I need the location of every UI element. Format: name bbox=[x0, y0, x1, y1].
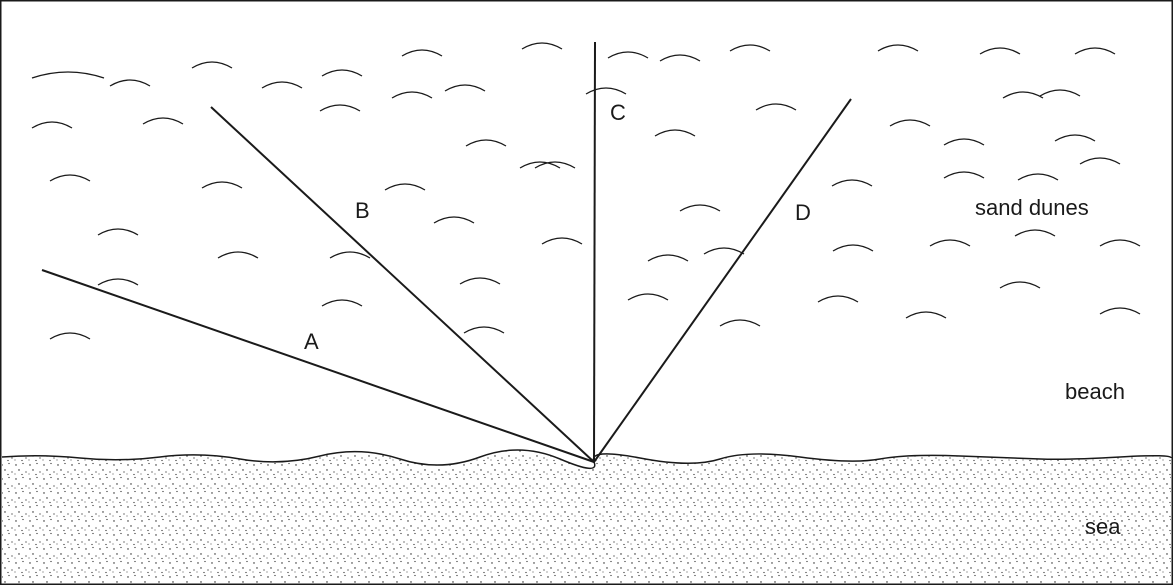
dune-arc bbox=[979, 47, 1021, 55]
dune-arc bbox=[1054, 134, 1096, 142]
dune-arc bbox=[943, 171, 985, 179]
beach-label: beach bbox=[1065, 379, 1125, 404]
line-d-label: D bbox=[795, 200, 811, 225]
dune-arc bbox=[459, 277, 501, 285]
dune-arc bbox=[49, 332, 91, 340]
dune-arc bbox=[319, 104, 361, 112]
dune-arc bbox=[519, 161, 561, 169]
dune-arc bbox=[534, 161, 576, 169]
dune-arc bbox=[463, 326, 505, 334]
dune-arc bbox=[832, 244, 874, 252]
dune-arc bbox=[433, 216, 475, 224]
dune-arc bbox=[329, 251, 371, 259]
dune-arc bbox=[999, 281, 1041, 289]
dune-arc bbox=[1002, 91, 1044, 99]
dune-arc bbox=[1099, 239, 1141, 247]
dune-arc bbox=[201, 181, 243, 189]
dune-arc bbox=[97, 278, 139, 286]
dune-arc bbox=[703, 247, 745, 255]
dune-arc bbox=[109, 79, 151, 87]
dune-arc bbox=[654, 129, 696, 137]
line-a-label: A bbox=[304, 329, 319, 354]
line-c bbox=[593, 41, 596, 463]
sea-area bbox=[2, 449, 1172, 583]
dune-arc bbox=[607, 51, 649, 59]
dune-arc bbox=[831, 179, 873, 187]
line-d bbox=[593, 98, 852, 463]
dune-arc bbox=[49, 174, 91, 182]
dune-arc bbox=[659, 54, 701, 62]
dune-arc bbox=[679, 204, 721, 212]
dune-arc bbox=[1017, 173, 1059, 181]
dune-arc bbox=[817, 295, 859, 303]
dune-arc bbox=[905, 311, 947, 319]
dune-arc bbox=[889, 119, 931, 127]
dune-arc bbox=[627, 293, 669, 301]
dune-arcs bbox=[31, 42, 1141, 340]
dune-arc bbox=[401, 49, 443, 57]
dune-arc bbox=[1074, 47, 1116, 55]
sand-dunes-label: sand dunes bbox=[975, 195, 1089, 220]
line-a bbox=[41, 269, 595, 463]
dune-arc bbox=[1014, 229, 1056, 237]
line-c-label: C bbox=[610, 100, 626, 125]
dune-arc bbox=[585, 87, 627, 95]
sea-label: sea bbox=[1085, 514, 1121, 539]
dune-arc bbox=[444, 84, 486, 92]
line-b-label: B bbox=[355, 198, 370, 223]
dune-arc bbox=[142, 117, 184, 125]
line-b bbox=[210, 106, 595, 463]
dune-arc bbox=[729, 44, 771, 52]
dune-arc bbox=[321, 299, 363, 307]
dune-arc bbox=[217, 251, 259, 259]
dune-arc bbox=[384, 183, 426, 191]
dune-arc bbox=[647, 254, 689, 262]
dune-arc bbox=[97, 228, 139, 236]
dune-arc bbox=[31, 71, 105, 79]
dune-arc bbox=[391, 91, 433, 99]
dune-arc bbox=[521, 42, 563, 50]
dune-arc bbox=[321, 69, 363, 77]
dune-arc bbox=[943, 138, 985, 146]
dune-arc bbox=[541, 237, 583, 245]
dune-arc bbox=[719, 319, 761, 327]
dune-arc bbox=[31, 121, 73, 129]
dune-arc bbox=[261, 81, 303, 89]
shoreline bbox=[1, 449, 1172, 469]
dune-arc bbox=[1039, 89, 1081, 97]
dune-arc bbox=[465, 139, 507, 147]
dune-arc bbox=[191, 61, 233, 69]
dune-arc bbox=[1079, 157, 1121, 165]
dune-arc bbox=[877, 44, 919, 52]
dune-arc bbox=[929, 239, 971, 247]
dune-arc bbox=[1099, 307, 1141, 315]
dune-arc bbox=[755, 103, 797, 111]
